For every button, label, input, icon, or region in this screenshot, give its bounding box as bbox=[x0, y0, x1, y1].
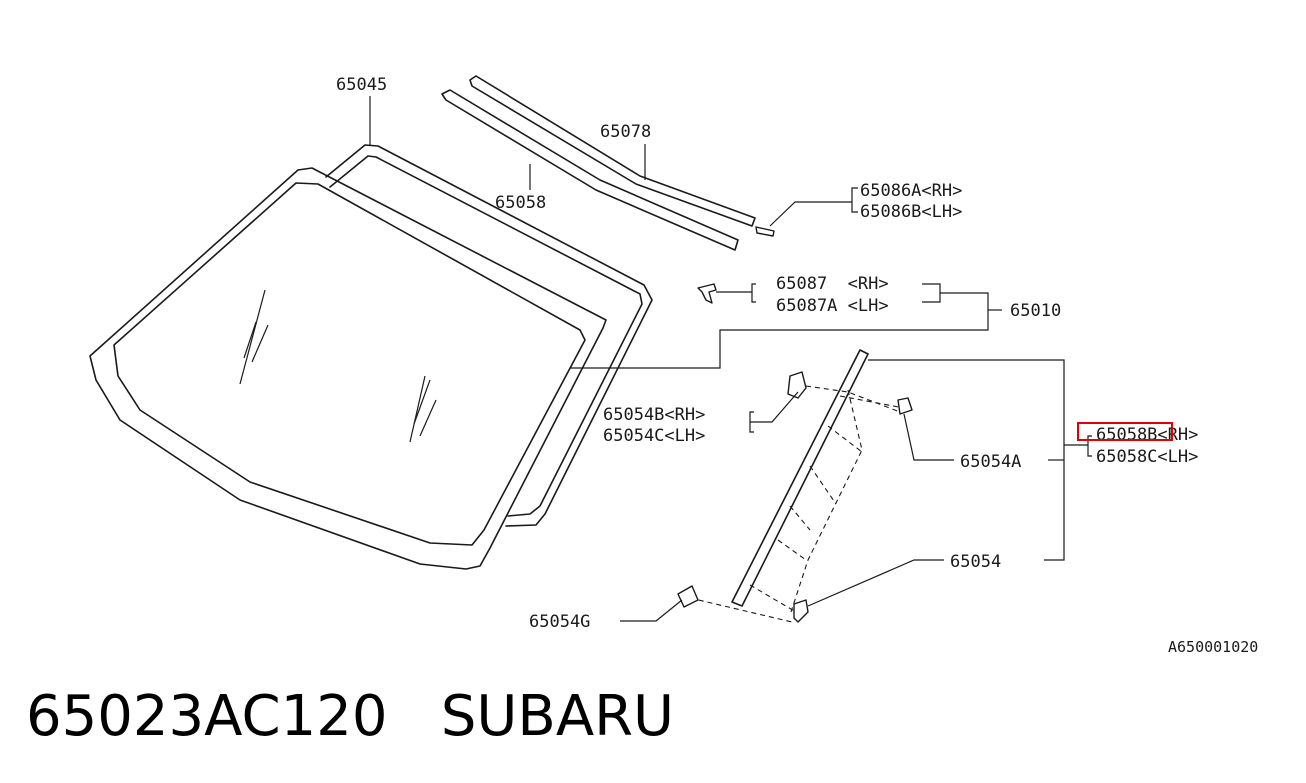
pillar-molding-65054 bbox=[731, 349, 869, 607]
footer-caption: 65023AC120 SUBARU bbox=[26, 684, 674, 749]
windshield-inner-edge bbox=[113, 182, 586, 546]
label-65078: 65078 bbox=[600, 122, 651, 142]
clip-65054 bbox=[793, 599, 809, 623]
clip-65054B bbox=[787, 371, 807, 399]
windshield-glass bbox=[89, 167, 607, 570]
label-65054B: 65054B<RH> bbox=[603, 405, 705, 425]
label-65058C: 65058C<LH> bbox=[1096, 447, 1198, 467]
drawing-code: A650001020 bbox=[1168, 638, 1258, 656]
brand-name: SUBARU bbox=[440, 684, 675, 749]
molding-65078 bbox=[469, 75, 756, 227]
label-65087A: 65087A <LH> bbox=[776, 296, 889, 316]
label-65058: 65058 bbox=[495, 193, 546, 213]
clip-65054A bbox=[897, 397, 913, 415]
label-65045: 65045 bbox=[336, 75, 387, 95]
label-65054G: 65054G bbox=[529, 612, 590, 632]
part-number: 65023AC120 bbox=[26, 684, 388, 749]
label-65010: 65010 bbox=[1010, 301, 1061, 321]
label-65054: 65054 bbox=[950, 552, 1001, 572]
label-65087: 65087 <RH> bbox=[776, 274, 889, 294]
molding-65058 bbox=[441, 89, 739, 251]
label-65058B: 65058B<RH> bbox=[1096, 425, 1198, 445]
highlight-box bbox=[1077, 422, 1173, 441]
label-65054C: 65054C<LH> bbox=[603, 426, 705, 446]
label-65086A: 65086A<RH> bbox=[860, 181, 962, 201]
clip-65054G bbox=[677, 585, 699, 608]
label-65054A: 65054A bbox=[960, 452, 1021, 472]
weatherstrip-65045 bbox=[325, 144, 653, 527]
label-65086B: 65086B<LH> bbox=[860, 202, 962, 222]
clip-65086 bbox=[755, 226, 775, 237]
clip-65087 bbox=[697, 283, 717, 304]
